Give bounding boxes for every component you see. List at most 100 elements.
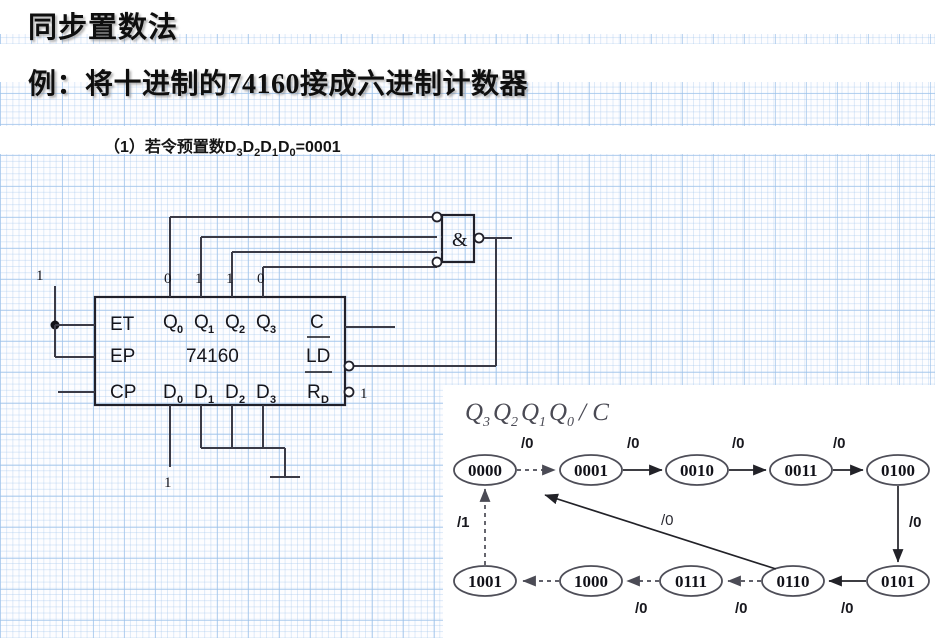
state-label: 1001 xyxy=(468,572,502,591)
bullet-d0: D xyxy=(277,139,290,156)
state-header-q0: Q xyxy=(549,399,567,426)
inverting-bubble-output xyxy=(473,232,485,244)
value-d0: 1 xyxy=(164,475,172,491)
transition-label-0011-0100: /0 xyxy=(833,435,846,452)
bullet-d3-sub: 3 xyxy=(236,147,243,160)
pin-label-d3: D xyxy=(256,382,270,403)
bullet-d1: D xyxy=(260,139,272,156)
state-ellipse xyxy=(559,454,623,486)
pin-label-q0: Q xyxy=(163,312,178,333)
page-title: 同步置数法 xyxy=(28,12,179,44)
pin-label-d0-sub: 0 xyxy=(177,394,183,406)
state-ellipse xyxy=(769,454,833,486)
pin-label-rd: R xyxy=(307,382,321,403)
state-node-0101[interactable]: 0101 xyxy=(866,565,930,597)
chip-name-label: 74160 xyxy=(186,346,239,367)
label-input-one-top: 1 xyxy=(36,268,44,284)
state-diagram-panel: Q 3 Q 2 Q 1 Q 0 / C 0000 0001 0010 xyxy=(443,385,935,638)
transition-label-0110-0111: /0 xyxy=(735,600,748,617)
state-node-0011[interactable]: 0011 xyxy=(769,454,833,486)
inverting-bubble-input-4 xyxy=(431,256,443,268)
state-header-q1-sub: 1 xyxy=(539,415,546,430)
transition-0110-to-0001 xyxy=(544,493,777,570)
chip-body-74160 xyxy=(93,295,347,407)
transition-label-1001-0000: /1 xyxy=(457,514,470,531)
pin-label-cp: CP xyxy=(110,382,136,403)
bullet-line-1: （1）若令预置数D3D2D1D0=0001 xyxy=(104,133,341,159)
subtitle-post: 接成六进制计数器 xyxy=(300,68,529,99)
state-label: 0011 xyxy=(784,461,817,480)
state-header-q1: Q xyxy=(521,399,539,426)
state-label: 0111 xyxy=(675,572,707,591)
state-node-0010[interactable]: 0010 xyxy=(665,454,729,486)
bullet-d3: D xyxy=(224,139,237,156)
pin-label-c: C xyxy=(310,312,324,333)
pin-label-ep: EP xyxy=(110,346,135,367)
state-node-0100[interactable]: 0100 xyxy=(866,454,930,486)
state-node-0001[interactable]: 0001 xyxy=(559,454,623,486)
pin-label-q3-sub: 3 xyxy=(270,324,276,336)
bullet-equals: =0001 xyxy=(295,139,341,156)
bullet-d2-sub: 2 xyxy=(254,147,261,160)
transition-label-0010-0011: /0 xyxy=(732,435,745,452)
state-header-q0-sub: 0 xyxy=(567,415,574,430)
pin-label-d1-sub: 1 xyxy=(208,394,214,406)
state-label: 0000 xyxy=(468,461,502,480)
state-node-1001[interactable]: 1001 xyxy=(453,565,517,597)
state-ellipse xyxy=(453,565,517,597)
ld-pin-bubble xyxy=(343,360,355,372)
state-label: 0100 xyxy=(881,461,915,480)
pin-label-et: ET xyxy=(110,314,135,335)
state-ellipse xyxy=(559,565,623,597)
state-ellipse xyxy=(761,565,825,597)
state-diagram: Q 3 Q 2 Q 1 Q 0 / C 0000 0001 0010 xyxy=(453,399,930,617)
pin-label-d3-sub: 3 xyxy=(270,394,276,406)
pin-label-d2-sub: 2 xyxy=(239,394,245,406)
value-q3: 0 xyxy=(257,271,265,287)
state-ellipse xyxy=(866,565,930,597)
bullet-d2: D xyxy=(242,139,255,156)
value-q2: 1 xyxy=(226,271,234,287)
pin-label-q0-sub: 0 xyxy=(177,324,183,336)
state-ellipse xyxy=(866,454,930,486)
state-ellipse xyxy=(659,565,723,597)
state-ellipse xyxy=(453,454,517,486)
state-label: 0110 xyxy=(776,572,809,591)
bullet-text: 若令预置数 xyxy=(144,139,225,156)
circuit-diagram: ET EP CP 74160 Q 0 Q 1 Q 2 Q 3 D 0 D 1 D… xyxy=(36,211,512,491)
transition-label-0000-0001: /0 xyxy=(521,435,534,452)
state-ellipse xyxy=(665,454,729,486)
pin-label-q3: Q xyxy=(256,312,271,333)
state-node-0111[interactable]: 0111 xyxy=(659,565,723,597)
state-header-q2: Q xyxy=(493,399,511,426)
state-node-0000[interactable]: 0000 xyxy=(453,454,517,486)
pin-label-d0: D xyxy=(163,382,177,403)
state-label: 0001 xyxy=(574,461,608,480)
page-subtitle: 例：将十进制的74160接成六进制计数器 xyxy=(28,62,528,102)
state-header-slash-c: / C xyxy=(577,399,609,426)
bullet-index: （1） xyxy=(104,139,145,156)
transition-label-0111-1000: /0 xyxy=(635,600,648,617)
transition-label-0110-0001: /0 xyxy=(661,512,674,529)
state-node-1000[interactable]: 1000 xyxy=(559,565,623,597)
header-white-band-1 xyxy=(0,0,935,34)
pin-label-d1: D xyxy=(194,382,208,403)
state-header-q3-sub: 3 xyxy=(482,415,490,430)
transition-label-0101-0110: /0 xyxy=(841,600,854,617)
state-header-q3: Q xyxy=(465,399,483,426)
state-header-q2-sub: 2 xyxy=(511,415,518,430)
state-label: 0010 xyxy=(680,461,714,480)
header-white-band-3 xyxy=(0,126,935,154)
pin-label-q1: Q xyxy=(194,312,209,333)
state-node-0110[interactable]: 0110 xyxy=(761,565,825,597)
value-q1: 1 xyxy=(195,271,203,287)
pin-label-q1-sub: 1 xyxy=(208,324,214,336)
value-rd: 1 xyxy=(360,386,368,402)
value-q0: 0 xyxy=(164,271,172,287)
and-gate-symbol: & xyxy=(452,229,468,251)
transition-label-0100-0101: /0 xyxy=(909,514,922,531)
subtitle-pre: 例：将十进制的 xyxy=(28,68,228,99)
pin-label-q2: Q xyxy=(225,312,240,333)
header-white-band-2 xyxy=(0,44,935,82)
